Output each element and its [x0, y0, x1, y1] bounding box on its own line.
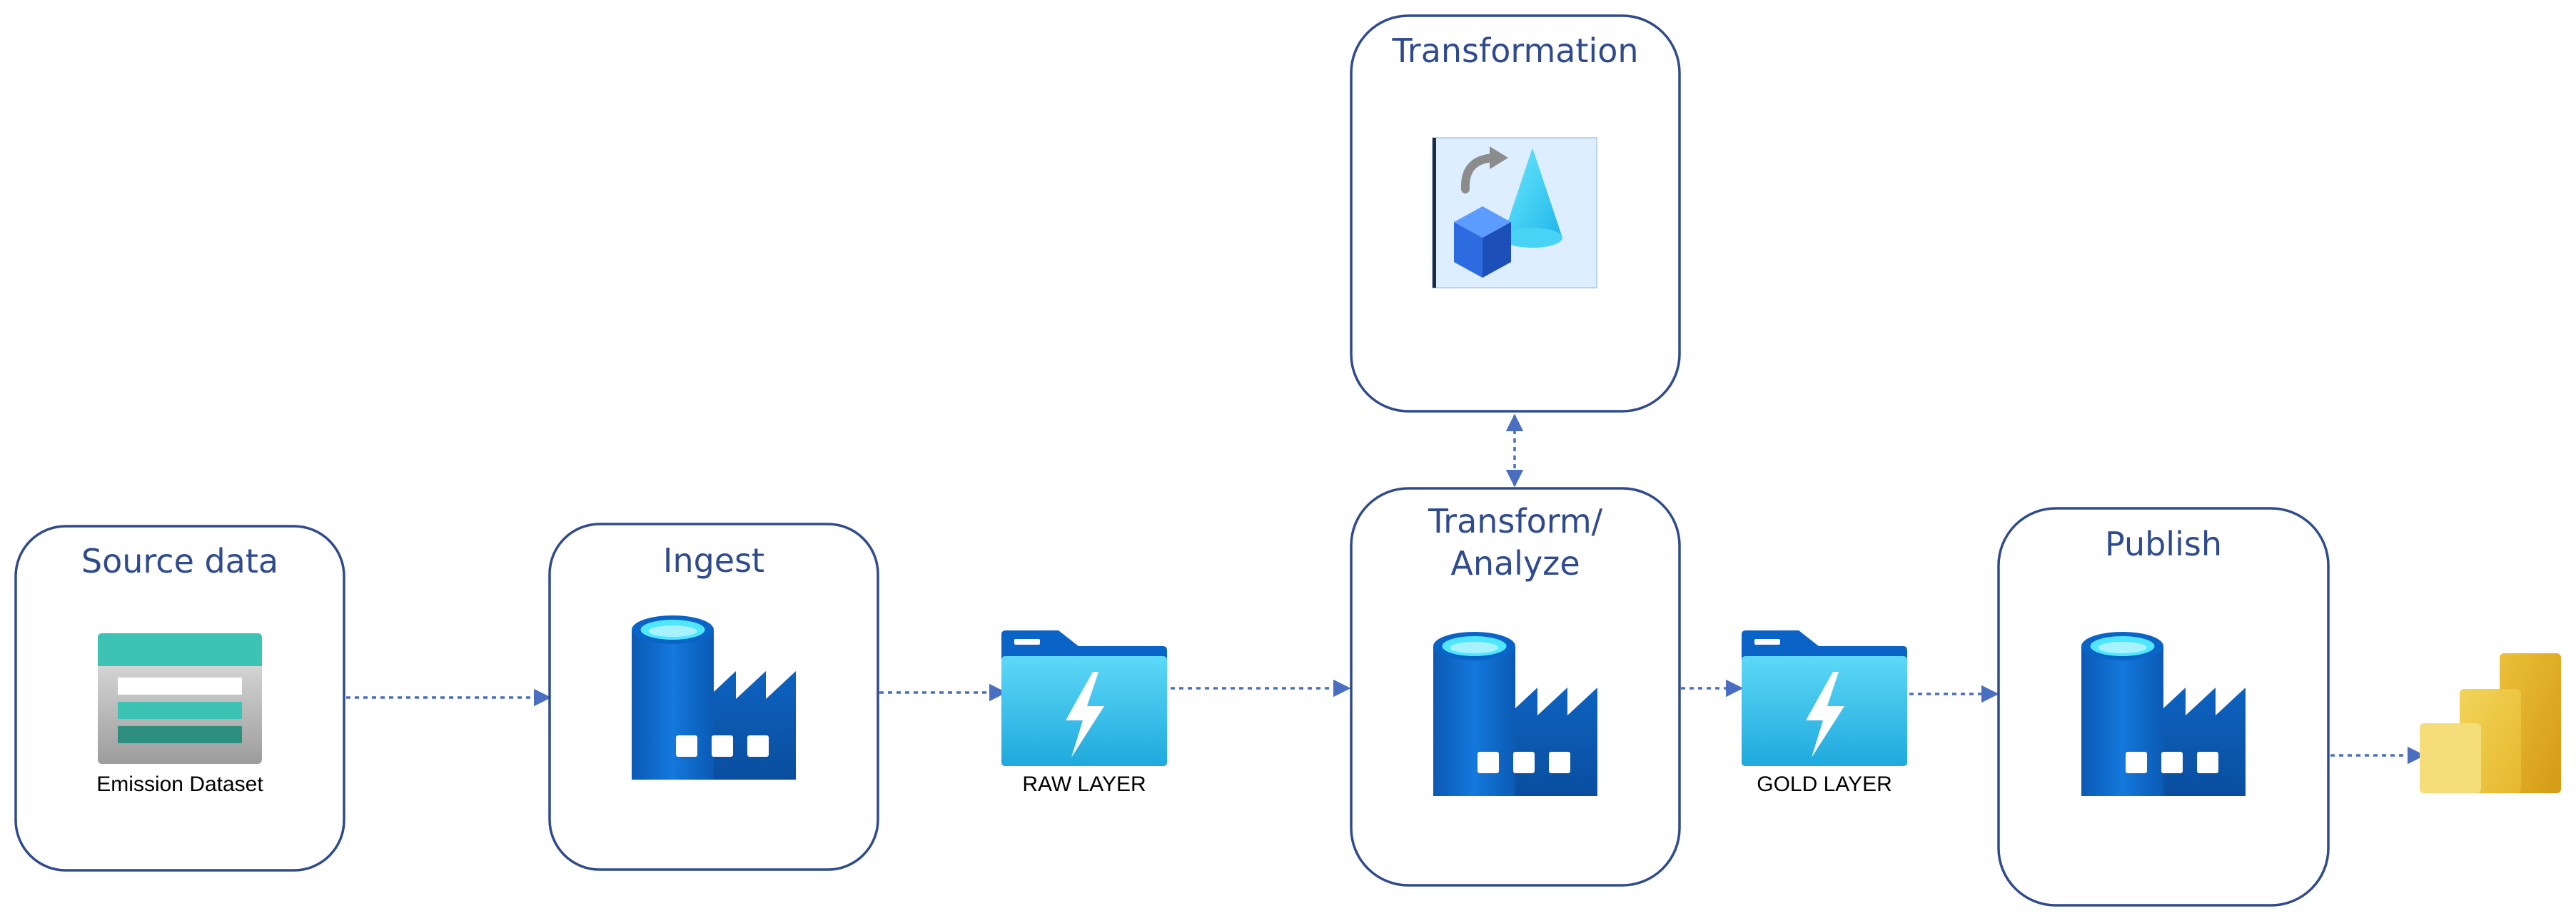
transform-analyze-title-line2: Analyze: [1450, 544, 1580, 583]
power-bi-icon: [2420, 653, 2561, 793]
node-transform-analyze: Transform/ Analyze: [1350, 487, 1681, 887]
data-transform-icon: [1432, 137, 1597, 288]
publish-title: Publish: [2105, 525, 2222, 563]
node-ingest: Ingest: [548, 523, 879, 871]
transformation-title: Transformation: [1391, 31, 1638, 70]
connectors: [346, 413, 2425, 765]
node-raw-layer: RAW LAYER: [1001, 630, 1167, 796]
raw-layer-caption: RAW LAYER: [1022, 772, 1146, 796]
gold-layer-caption: GOLD LAYER: [1757, 772, 1892, 796]
source-data-title: Source data: [81, 542, 278, 580]
data-lake-folder-icon: [1742, 630, 1907, 766]
node-transformation: Transformation: [1350, 14, 1681, 413]
storage-table-icon: [98, 633, 262, 764]
data-lake-folder-icon: [1001, 630, 1167, 766]
emission-dataset-caption: Emission Dataset: [96, 772, 263, 796]
transform-analyze-title-line1: Transform/: [1428, 502, 1603, 540]
ingest-title: Ingest: [663, 541, 764, 580]
node-gold-layer: GOLD LAYER: [1742, 630, 1907, 796]
node-publish: Publish: [1997, 507, 2330, 907]
node-source-data: Source data Emission Dataset: [14, 525, 345, 872]
